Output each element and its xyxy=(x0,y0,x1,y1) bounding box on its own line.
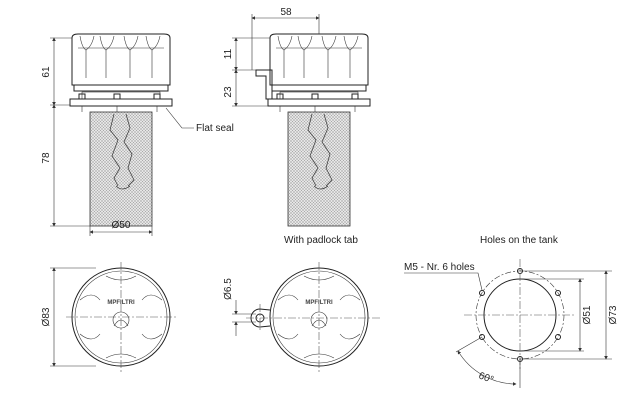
dim-dia-cap: Ø83 xyxy=(41,307,52,326)
dim-angle: 60° xyxy=(477,370,495,386)
dim-tab-height: 23 xyxy=(223,86,234,98)
top-view-padlock: MPFILTRI Ø6.5 xyxy=(223,262,380,372)
dim-dia-basket: Ø50 xyxy=(112,220,131,231)
dim-tab-offset: 11 xyxy=(223,48,234,59)
dim-dia-padlock-hole: Ø6.5 xyxy=(223,278,234,300)
tank-holes-view: M5 - Nr. 6 holes Ø51 Ø73 60° xyxy=(404,259,619,388)
dim-dia-outer: Ø73 xyxy=(608,305,619,324)
logo-text-2: MPFILTRI xyxy=(305,300,333,306)
title-holes-tank: Holes on the tank xyxy=(480,235,559,246)
top-view-standard: MPFILTRI Ø83 xyxy=(41,262,176,372)
title-padlock-tab: With padlock tab xyxy=(284,235,358,246)
dim-height-cap: 61 xyxy=(41,66,52,78)
side-view-standard: 61 78 Ø50 Flat seal xyxy=(41,33,234,236)
dim-width-tab: 58 xyxy=(280,7,292,18)
dim-dia-inner: Ø51 xyxy=(582,305,593,324)
label-flat-seal: Flat seal xyxy=(196,123,234,134)
side-view-padlock: 58 11 23 xyxy=(223,7,371,227)
label-holes-note: M5 - Nr. 6 holes xyxy=(404,262,475,273)
logo-text-1: MPFILTRI xyxy=(107,300,135,306)
dim-height-basket: 78 xyxy=(41,152,52,164)
